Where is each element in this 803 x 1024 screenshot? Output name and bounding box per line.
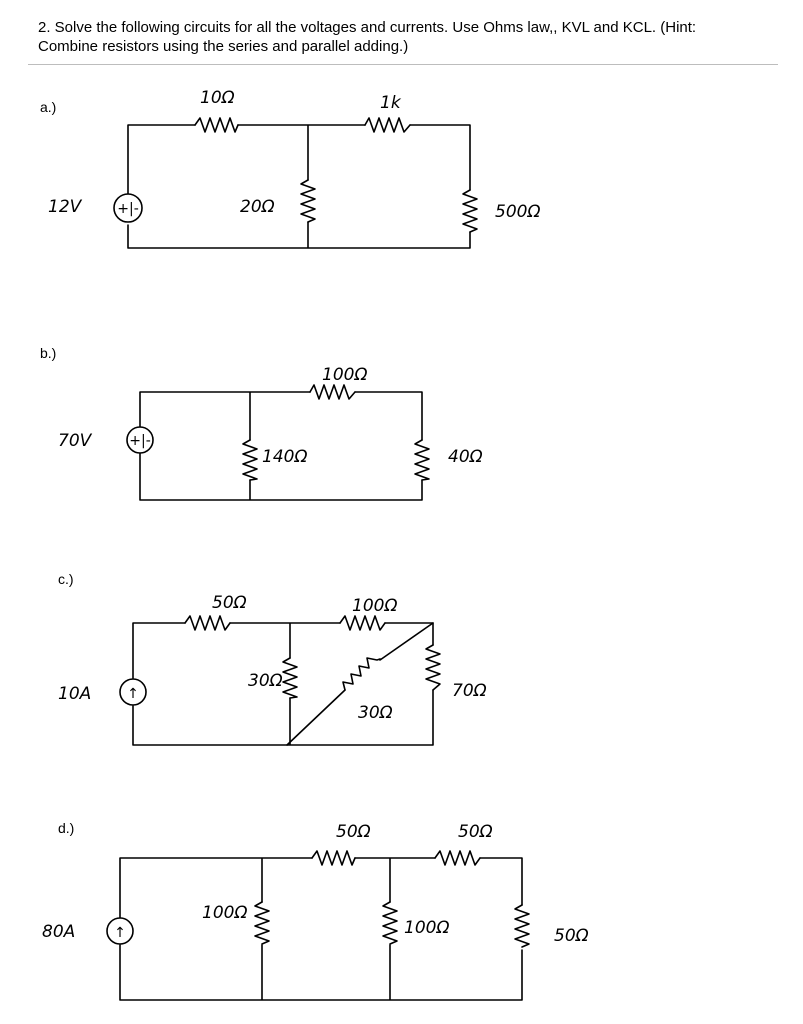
circuit-b-label-40-ohm: 40Ω: [448, 447, 483, 467]
circuit-d-source-symbol: ↑: [114, 925, 126, 941]
circuit-c-resistor-50-ohm: [184, 615, 231, 631]
circuit-c-resistor-70-ohm: [425, 644, 441, 691]
circuit-c: ↑ 10A 50Ω 30Ω 100Ω 30Ω 70Ω: [58, 593, 487, 746]
circuit-d-label-100-ohm-2: 100Ω: [404, 918, 449, 938]
circuit-c-resistor-30-ohm-shunt: [282, 657, 298, 699]
circuit-b-resistor-140-ohm: [242, 439, 258, 481]
problem-heading-line-2: Combine resistors using the series and p…: [38, 38, 409, 55]
circuit-d-resistor-50-ohm-2: [434, 850, 481, 866]
circuit-b-label-140-ohm: 140Ω: [262, 447, 307, 467]
circuit-d-resistor-50-ohm-3: [514, 904, 530, 948]
circuit-a-resistor-1k: [364, 117, 411, 133]
circuit-b-source-symbol: +|-: [129, 433, 151, 449]
circuit-c-source-value: 10A: [58, 684, 91, 704]
circuit-d-resistor-100-ohm-1: [254, 901, 270, 945]
circuit-d-wires: [119, 857, 523, 1001]
circuit-d-label-100-ohm-1: 100Ω: [202, 903, 247, 923]
circuit-d-label-50-ohm-1: 50Ω: [336, 822, 371, 842]
part-b-label: b.): [40, 345, 57, 361]
circuit-b-source-value: 70V: [58, 431, 93, 451]
circuit-a-wires: [127, 124, 471, 249]
circuit-a-resistor-500-ohm: [462, 189, 478, 233]
circuit-a-resistor-20-ohm: [300, 179, 316, 223]
circuit-a: +|- 12V 10Ω 20Ω 1k 500Ω: [48, 88, 540, 249]
circuit-c-resistor-100-ohm: [339, 615, 386, 631]
circuit-c-label-50-ohm: 50Ω: [212, 593, 247, 613]
circuit-a-voltage-source-icon: [113, 193, 143, 223]
circuit-a-label-500-ohm: 500Ω: [495, 202, 540, 222]
circuit-c-current-source-icon: [119, 678, 147, 706]
part-c-label: c.): [58, 571, 74, 587]
heading-divider: [28, 64, 778, 65]
circuit-d-current-source-icon: [106, 917, 134, 945]
circuit-a-label-20-ohm: 20Ω: [240, 197, 275, 217]
circuit-b-resistor-100-ohm: [309, 384, 356, 400]
circuit-b-voltage-source-icon: [126, 426, 154, 454]
problem-heading: 2. Solve the following circuits for all …: [38, 18, 778, 56]
circuit-c-wires: [132, 622, 434, 746]
circuit-c-label-70-ohm: 70Ω: [452, 681, 487, 701]
circuit-c-diagonal-wire: [286, 622, 434, 746]
circuit-d-resistor-100-ohm-2: [382, 901, 398, 945]
circuit-b-resistor-40-ohm: [414, 439, 430, 481]
circuit-a-source-symbol: +|-: [117, 201, 139, 217]
circuit-a-label-1k: 1k: [380, 93, 402, 113]
circuit-a-source-value: 12V: [48, 197, 83, 217]
circuit-c-label-30-ohm-diagonal: 30Ω: [358, 703, 393, 723]
circuit-c-source-symbol: ↑: [127, 686, 139, 702]
circuit-d-label-50-ohm-2: 50Ω: [458, 822, 493, 842]
circuit-c-label-100-ohm: 100Ω: [352, 596, 397, 616]
circuit-b-label-100-ohm: 100Ω: [322, 365, 367, 385]
circuit-d-label-50-ohm-3: 50Ω: [554, 926, 589, 946]
problem-heading-line-1: 2. Solve the following circuits for all …: [38, 19, 697, 36]
circuit-a-resistor-10-ohm: [194, 117, 239, 133]
circuit-c-label-30-ohm-shunt: 30Ω: [248, 671, 283, 691]
part-a-label: a.): [40, 99, 57, 115]
part-d-label: d.): [58, 820, 75, 836]
circuit-b-wires: [139, 391, 423, 501]
circuit-d-source-value: 80A: [42, 922, 75, 942]
circuit-b: +|- 70V 140Ω 100Ω 40Ω: [58, 365, 483, 501]
circuit-d-resistor-50-ohm-1: [311, 850, 356, 866]
circuit-a-label-10-ohm: 10Ω: [200, 88, 235, 108]
circuit-d: ↑ 80A 100Ω 50Ω 100Ω 50Ω 50Ω: [42, 822, 589, 1001]
circuit-c-resistor-30-ohm-diagonal: [342, 657, 381, 691]
